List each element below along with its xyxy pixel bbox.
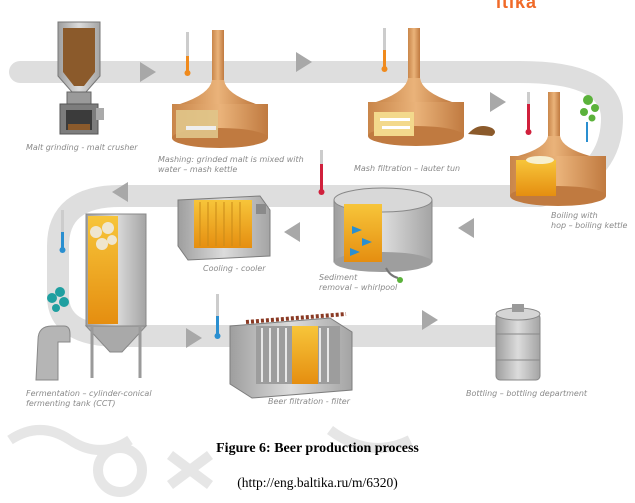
step-label-mashing: Mashing: grinded malt is mixed with wate… [158, 155, 304, 174]
step-label-malt: Malt grinding - malt crusher [26, 143, 138, 152]
arrow-left-icon [284, 222, 300, 242]
step-label-whirlpool: Sediment removal – whirlpool [319, 273, 398, 292]
fermenting-tank-icon [35, 213, 148, 381]
figure-caption: Figure 6: Beer production process [216, 441, 419, 456]
step-label-filtration: Beer filtration - filter [268, 397, 350, 406]
step-label-lauter: Mash filtration – lauter tun [354, 164, 461, 173]
thermometer-icon [381, 28, 388, 72]
thermometer-icon [525, 92, 532, 135]
arrow-right-icon [140, 62, 156, 82]
flow-arrows [112, 52, 506, 348]
boiling-kettle-icon [510, 92, 606, 206]
whirlpool-icon [333, 187, 433, 283]
thermometer-icon [318, 150, 325, 195]
keg-icon [495, 304, 541, 381]
arrow-right-icon [296, 52, 312, 72]
figure-source: (http://eng.baltika.ru/m/6320) [237, 475, 398, 490]
arrow-right-icon [422, 310, 438, 330]
step-label-fermentation: Fermentation – cylinder-conical fermenti… [26, 389, 152, 408]
arrow-left-icon [458, 218, 474, 238]
cooler-icon [177, 195, 271, 261]
beer-filter-icon [229, 312, 353, 399]
lauter-tun-icon [368, 28, 495, 146]
thermometer-icon [214, 294, 221, 339]
step-label-cooling: Cooling - cooler [203, 264, 266, 273]
hop-icon [580, 95, 599, 142]
mash-kettle-icon [172, 30, 268, 148]
arrow-left-icon [112, 182, 128, 202]
malt-crusher-icon [57, 21, 104, 135]
brand-logo: ltika [496, 0, 538, 12]
step-label-boiling: Boiling with hop – boiling kettle [551, 211, 628, 230]
arrow-right-icon [186, 328, 202, 348]
thermometer-icon [59, 210, 66, 253]
watermark [7, 425, 413, 497]
arrow-right-icon [490, 92, 506, 112]
step-label-bottling: Bottling – bottling department [466, 389, 588, 398]
thermometer-icon [184, 32, 191, 76]
